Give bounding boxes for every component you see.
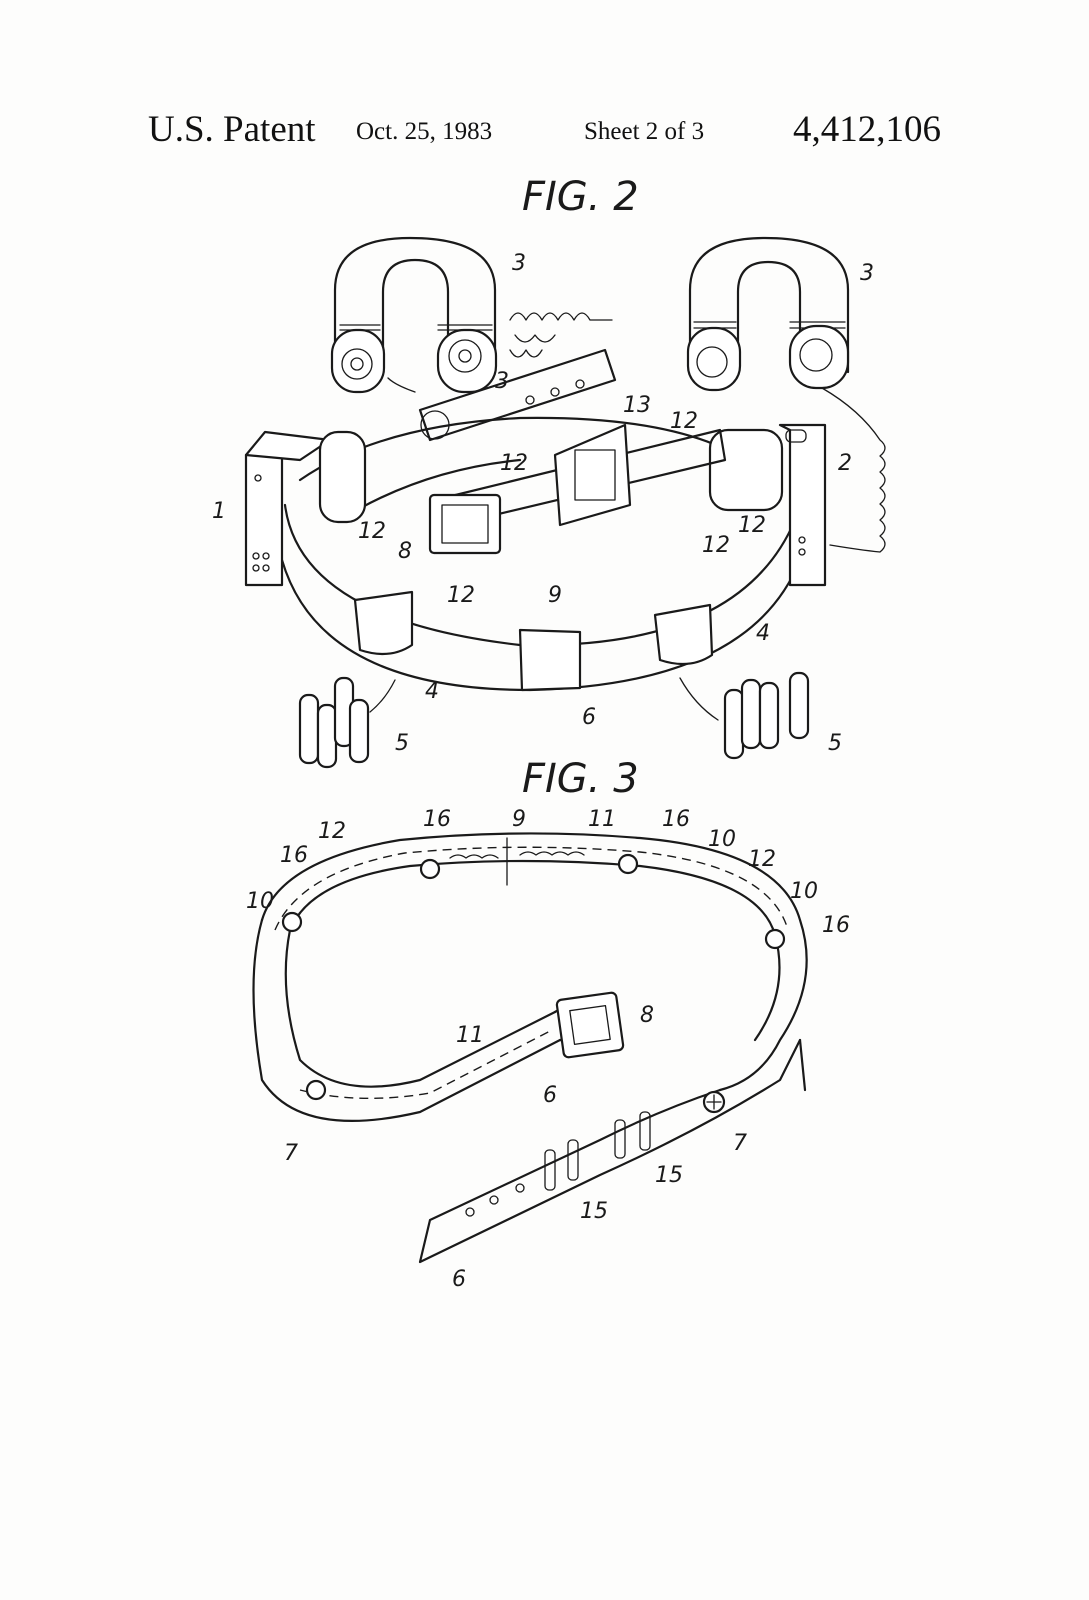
fig3-ref: 7 [733, 1131, 747, 1156]
fig3-ref: 10 [790, 879, 818, 904]
fig2-ref: 8 [398, 539, 412, 564]
fig3-ref: 8 [640, 1003, 654, 1028]
fig2-ref: 12 [702, 533, 730, 558]
fig3-ref: 7 [284, 1141, 298, 1166]
fig2-batteries-left [298, 676, 370, 769]
fig2-batteries-right [723, 671, 810, 760]
fig3-ref: 11 [588, 807, 616, 832]
fig2-right-headphone [686, 236, 850, 392]
fig2-ref: 5 [828, 731, 842, 756]
fig3-title: FIG. 3 [522, 756, 639, 802]
fig2-ref: 5 [395, 731, 409, 756]
fig3-ref: 6 [452, 1267, 466, 1292]
fig2-ref: 3 [512, 251, 526, 276]
fig2-ref: 12 [670, 409, 698, 434]
fig2-right-cord [821, 387, 886, 553]
fig2-ref: 4 [425, 679, 439, 704]
fig3-ref: 16 [423, 807, 451, 832]
fig2-ref: 12 [738, 513, 766, 538]
patent-date: Oct. 25, 1983 [356, 118, 493, 145]
patent-number: 4,412,106 [793, 109, 941, 150]
fig2-ref: 4 [756, 621, 770, 646]
fig2-ref: 1 [212, 499, 226, 524]
fig3-ref: 12 [748, 847, 776, 872]
fig3-belt [252, 832, 808, 1264]
fig3-ref: 12 [318, 819, 346, 844]
fig2-drawing: FIG. 2 [212, 174, 886, 769]
sheet-number: Sheet 2 of 3 [584, 118, 705, 145]
fig2-coiled-cord [509, 312, 613, 321]
fig3-ref: 9 [512, 807, 526, 832]
fig2-left-headphone [330, 236, 498, 394]
fig2-ref: 3 [860, 261, 874, 286]
fig3-ref: 10 [708, 827, 736, 852]
fig2-belt [244, 410, 827, 692]
fig3-ref: 16 [822, 913, 850, 938]
fig2-title: FIG. 2 [522, 174, 639, 220]
fig2-ref: 13 [623, 393, 651, 418]
fig3-ref: 6 [543, 1083, 557, 1108]
fig2-ref: 12 [447, 583, 475, 608]
fig3-ref: 11 [456, 1023, 484, 1048]
fig3-ref: 10 [246, 889, 274, 914]
patent-label: U.S. Patent [148, 109, 316, 150]
fig3-ref: 16 [280, 843, 308, 868]
fig3-drawing: FIG. 3 [246, 756, 850, 1292]
fig2-ref: 6 [582, 705, 596, 730]
fig3-ref: 15 [655, 1163, 683, 1188]
fig3-ref: 16 [662, 807, 690, 832]
fig2-ref: 12 [358, 519, 386, 544]
fig3-ref: 15 [580, 1199, 608, 1224]
fig2-ref: 9 [548, 583, 562, 608]
fig2-ref: 12 [500, 451, 528, 476]
fig2-ref: 2 [838, 451, 852, 476]
fig2-ref: 3 [495, 369, 509, 394]
